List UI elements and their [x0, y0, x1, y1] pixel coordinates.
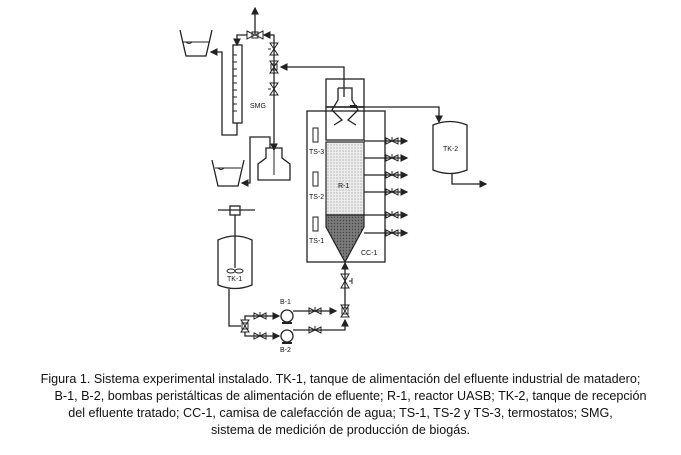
thermostat-ts2	[312, 171, 319, 187]
sampling-port-5	[364, 211, 409, 219]
valve-reactor-inlet	[340, 273, 353, 289]
sampling-port-6	[364, 229, 409, 237]
tank-tk1	[217, 205, 255, 290]
sampling-port-3	[364, 171, 409, 179]
lower-beaker	[211, 159, 245, 187]
caption-line-1: Figura 1. Sistema experimental instalado…	[40, 372, 641, 386]
process-diagram: SMG CC-1	[179, 6, 488, 354]
valve-gas-1	[268, 42, 279, 56]
upper-beaker	[179, 29, 213, 57]
gas-bottle	[257, 147, 291, 181]
thermostat-ts3	[312, 127, 319, 143]
caption-line-2: B-1, B-2, bombas peristálticas de alimen…	[54, 389, 647, 403]
sampling-port-4	[364, 188, 409, 196]
label-ts1: TS-1	[309, 238, 324, 245]
sampling-ports	[364, 137, 409, 237]
reactor-hood	[325, 78, 365, 108]
three-way-valve-top	[246, 30, 264, 40]
pump-b1	[280, 309, 294, 324]
three-way-valve-gas	[269, 60, 279, 74]
caption-line-3: del efluente tratado; CC-1, camisa de ca…	[68, 406, 613, 420]
label-r1: R-1	[338, 183, 349, 190]
label-b1: B-1	[280, 299, 291, 306]
sampling-port-2	[364, 154, 409, 162]
label-tk1: TK-1	[227, 276, 242, 283]
figure-caption: Figura 1. Sistema experimental instalado…	[0, 371, 681, 439]
label-cc1: CC-1	[361, 250, 377, 257]
valve-gas-2	[268, 82, 279, 96]
three-way-valve-feed	[240, 319, 250, 333]
reactor-r1	[325, 87, 365, 264]
label-ts2: TS-2	[309, 194, 324, 201]
label-ts3: TS-3	[309, 149, 324, 156]
thermostat-ts1	[312, 216, 319, 232]
tank-tk2	[432, 120, 468, 175]
label-b2: B-2	[280, 347, 291, 354]
caption-line-4: sistema de medición de producción de bio…	[210, 423, 471, 437]
smg-column	[232, 44, 243, 124]
sampling-port-1	[364, 137, 409, 145]
three-way-valve-reactor	[340, 304, 350, 318]
label-tk2: TK-2	[443, 146, 458, 153]
pump-b2	[280, 329, 294, 344]
label-smg: SMG	[250, 103, 266, 110]
